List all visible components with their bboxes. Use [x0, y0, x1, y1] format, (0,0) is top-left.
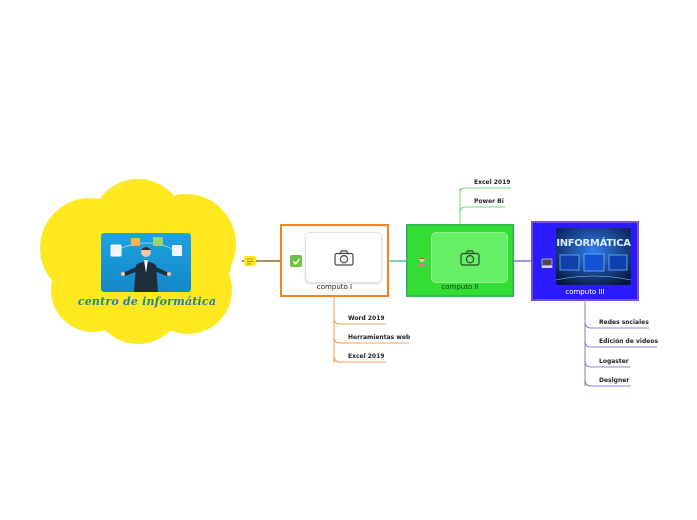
note-tag-icon[interactable] — [244, 256, 256, 266]
presenter-with-app-icons-image — [101, 233, 191, 292]
leaf-designer[interactable]: Designer — [599, 377, 630, 384]
node-computo-iii[interactable]: INFORMÁTICA computo III — [531, 221, 639, 301]
checkmark-icon — [290, 255, 302, 267]
informatica-banner-image[interactable]: INFORMÁTICA — [556, 228, 631, 285]
leaf-excel-2019[interactable]: Excel 2019 — [348, 353, 385, 360]
leaf-redes-sociales[interactable]: Redes sociales — [599, 319, 649, 326]
central-topic-title: centro de informática — [77, 295, 217, 308]
leaf-word-2019[interactable]: Word 2019 — [348, 315, 385, 322]
banner-title: INFORMÁTICA — [556, 238, 631, 249]
leaf-power-bi[interactable]: Power Bi — [474, 198, 504, 205]
node-label: computo II — [441, 283, 479, 291]
node-label: computo III — [565, 288, 605, 296]
leaf-edicion-de-videos[interactable]: Edición de videos — [599, 338, 659, 345]
camera-placeholder-icon[interactable] — [305, 232, 382, 283]
computer-icon — [541, 257, 553, 269]
person-icon — [416, 255, 428, 267]
camera-placeholder-icon[interactable] — [431, 232, 508, 283]
node-computo-i[interactable]: computo I — [280, 224, 389, 297]
node-computo-ii[interactable]: computo II — [406, 224, 514, 297]
leaf-herramientas-web[interactable]: Herramientas web — [348, 334, 411, 341]
leaf-excel-2019[interactable]: Excel 2019 — [474, 179, 511, 186]
node-label: computo I — [316, 283, 353, 291]
leaf-logaster[interactable]: Logaster — [599, 358, 629, 365]
